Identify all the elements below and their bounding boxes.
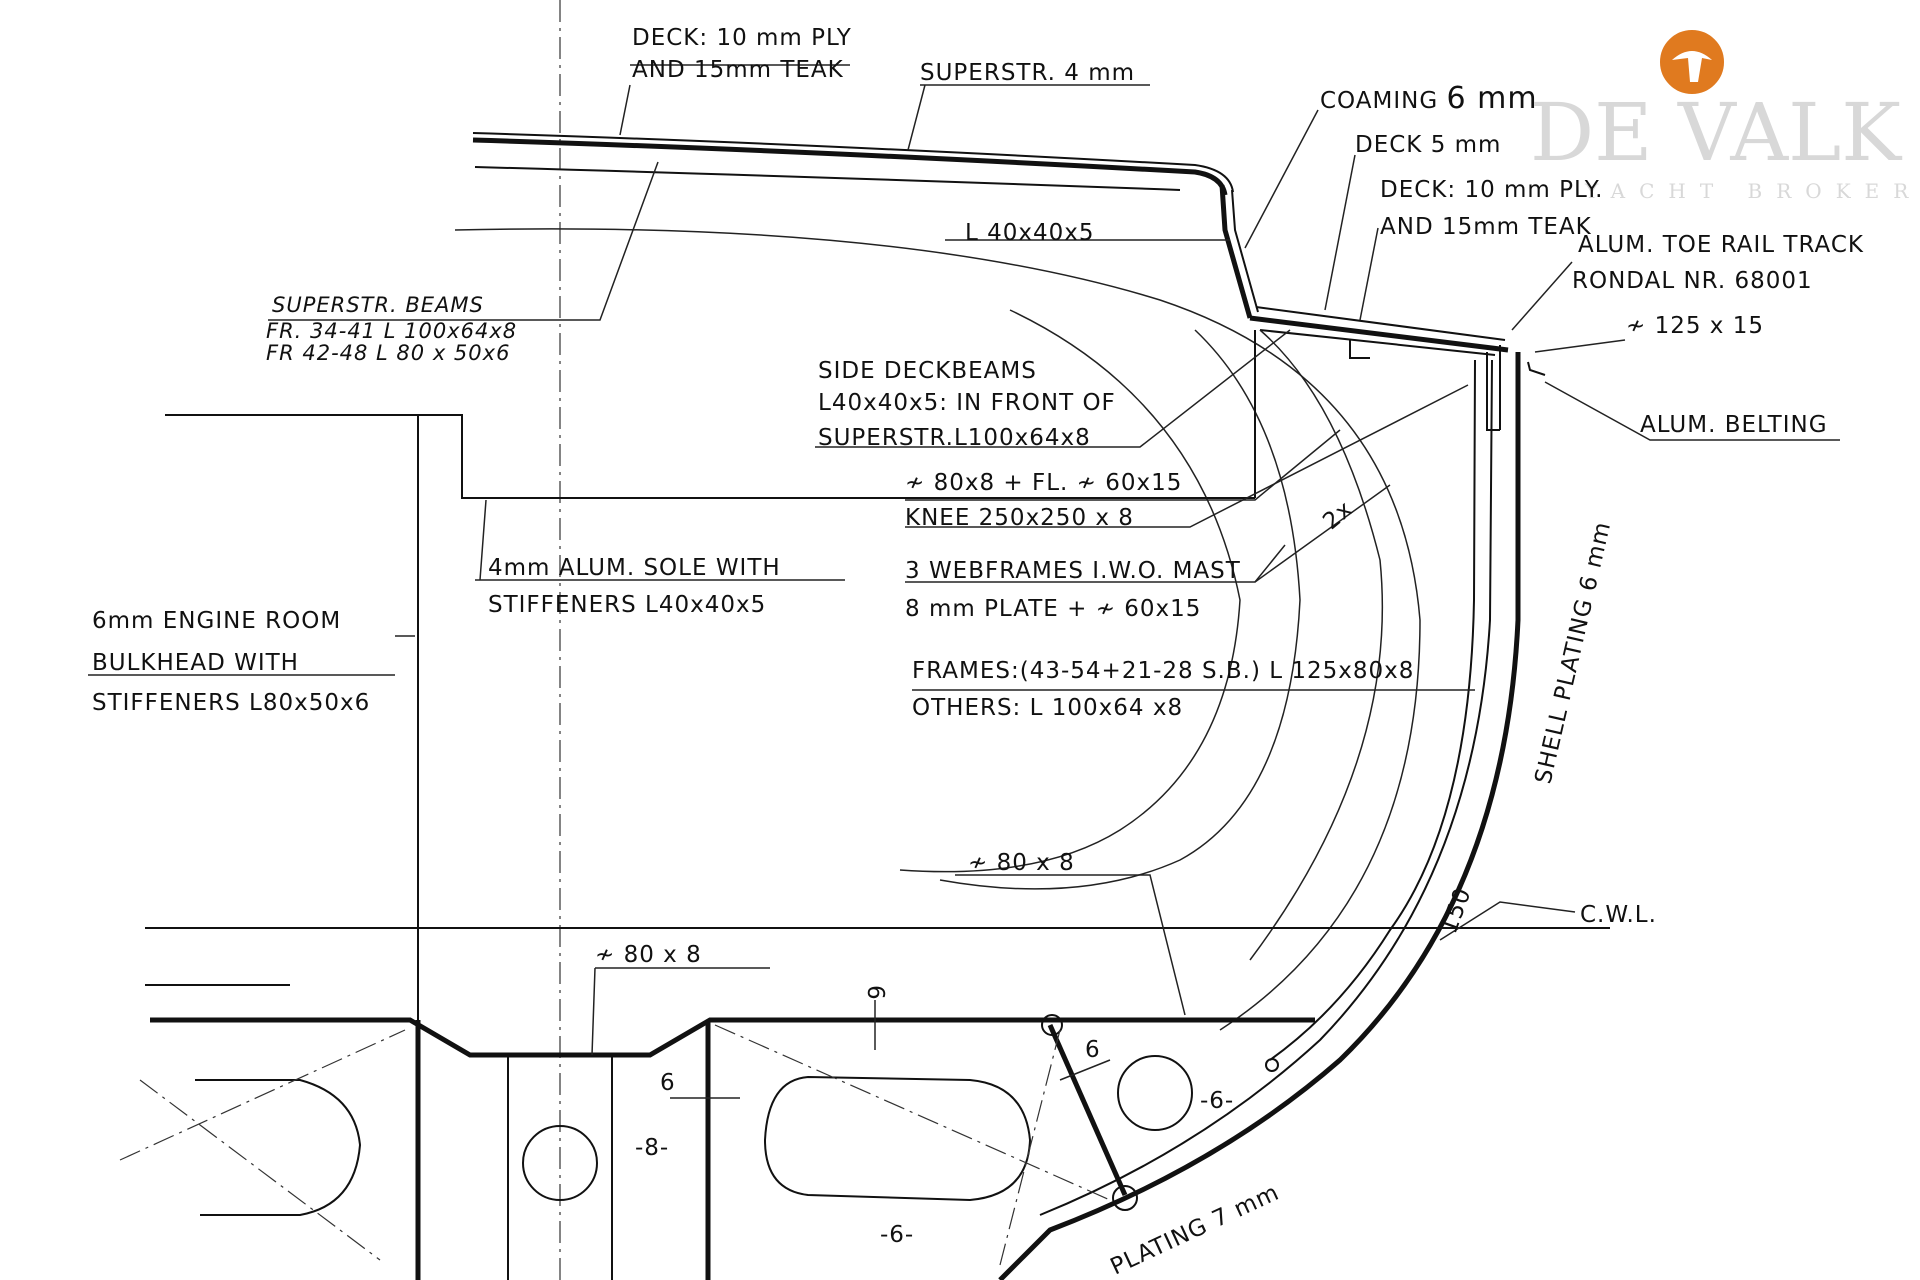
floor-structure [150,1014,1315,1280]
label-floor-6-bottom: -6- [880,1222,914,1248]
label-dim-6-b: 6 [1085,1037,1101,1063]
label-webframes-2: 8 mm PLATE + ≁ 60x15 [905,596,1201,622]
label-superstr: SUPERSTR. 4 mm [920,60,1135,86]
label-alum-belting: ALUM. BELTING [1640,412,1828,438]
label-side-deckbeams-1: SIDE DECKBEAMS [818,358,1037,384]
label-coaming-value: 6 mm [1446,81,1537,116]
label-flat-80-a: ≁ 80 x 8 [968,850,1075,876]
label-deck-10-2: AND 15mm TEAK [1380,214,1592,240]
label-coaming-prefix: COAMING [1320,88,1446,114]
label-bulkhead-1: 6mm ENGINE ROOM [92,608,341,634]
label-knee: KNEE 250x250 x 8 [905,505,1134,531]
webframe-outline-outer [454,228,1421,1031]
label-frames-2: OTHERS: L 100x64 x8 [912,695,1183,721]
label-flat-125: ≁ 125 x 15 [1626,313,1764,339]
label-dim-6-vert: 6 [862,985,888,1001]
webframe-outline-mid [1249,329,1384,961]
label-flat-80-b: ≁ 80 x 8 [595,942,702,968]
label-cwl: C.W.L. [1580,902,1657,928]
diagonal-1 [119,1029,406,1161]
label-sole-2: STIFFENERS L40x40x5 [488,592,766,618]
leader-lines [88,64,1840,1056]
label-floor-8: -8- [635,1135,669,1161]
label-side-deckbeams-3: SUPERSTR.L100x64x8 [818,425,1091,451]
label-angle-40: L 40x40x5 [965,220,1095,246]
label-superstr-beams-3: FR 42-48 L 80 x 50x6 [266,341,510,365]
diagonal-3 [714,1024,1111,1201]
superstructure-roof [472,132,1234,196]
label-dim-150: 150 [1436,884,1476,937]
label-bulkhead-2: BULKHEAD WITH [92,650,299,676]
side-deck [1249,306,1509,359]
label-coaming: COAMING 6 mm [1320,81,1538,116]
hull-shell [998,345,1546,1280]
falcon-logo-icon [1656,26,1728,98]
label-deck-10-1: DECK: 10 mm PLY. [1380,177,1603,203]
label-shell-plating: SHELL PLATING 6 mm [1531,519,1617,786]
label-2x: 2x [1318,496,1358,535]
diagonal-4 [999,1029,1061,1266]
webframe-outline-inner [939,329,1301,890]
label-toe-rail-2: RONDAL NR. 68001 [1572,268,1813,294]
label-toe-rail-1: ALUM. TOE RAIL TRACK [1578,232,1864,258]
label-frames-1: FRAMES:(43-54+21-28 S.B.) L 125x80x8 [912,658,1414,684]
watermark-sub: YACHT BROKERS [1584,179,1920,203]
diagonal-2 [139,1079,381,1261]
frame-line [1269,359,1476,1061]
label-sole-1: 4mm ALUM. SOLE WITH [488,555,781,581]
coaming [1219,184,1259,319]
dimension-marks [670,1000,1111,1099]
label-deck-ply-2: AND 15mm TEAK [632,57,844,83]
label-deck-5: DECK 5 mm [1355,132,1501,158]
deck-beam-curve [899,309,1241,873]
label-bulkhead-3: STIFFENERS L80x50x6 [92,690,370,716]
watermark-brand: DE VALK [1530,86,1902,179]
label-flat-80-fl: ≁ 80x8 + FL. ≁ 60x15 [905,470,1182,496]
label-side-deckbeams-2: L40x40x5: IN FRONT OF [818,390,1116,416]
annotations: DECK: 10 mm PLY AND 15mm TEAK SUPERSTR. … [92,25,1864,1280]
label-superstr-beams-2: FR. 34-41 L 100x64x8 [266,319,517,343]
label-floor-6-right: -6- [1200,1088,1234,1114]
label-webframes-1: 3 WEBFRAMES I.W.O. MAST [905,558,1241,584]
label-dim-6-a: 6 [660,1070,676,1096]
label-superstr-beams-1: SUPERSTR. BEAMS [272,293,484,317]
label-deck-ply-1: DECK: 10 mm PLY [632,25,852,51]
